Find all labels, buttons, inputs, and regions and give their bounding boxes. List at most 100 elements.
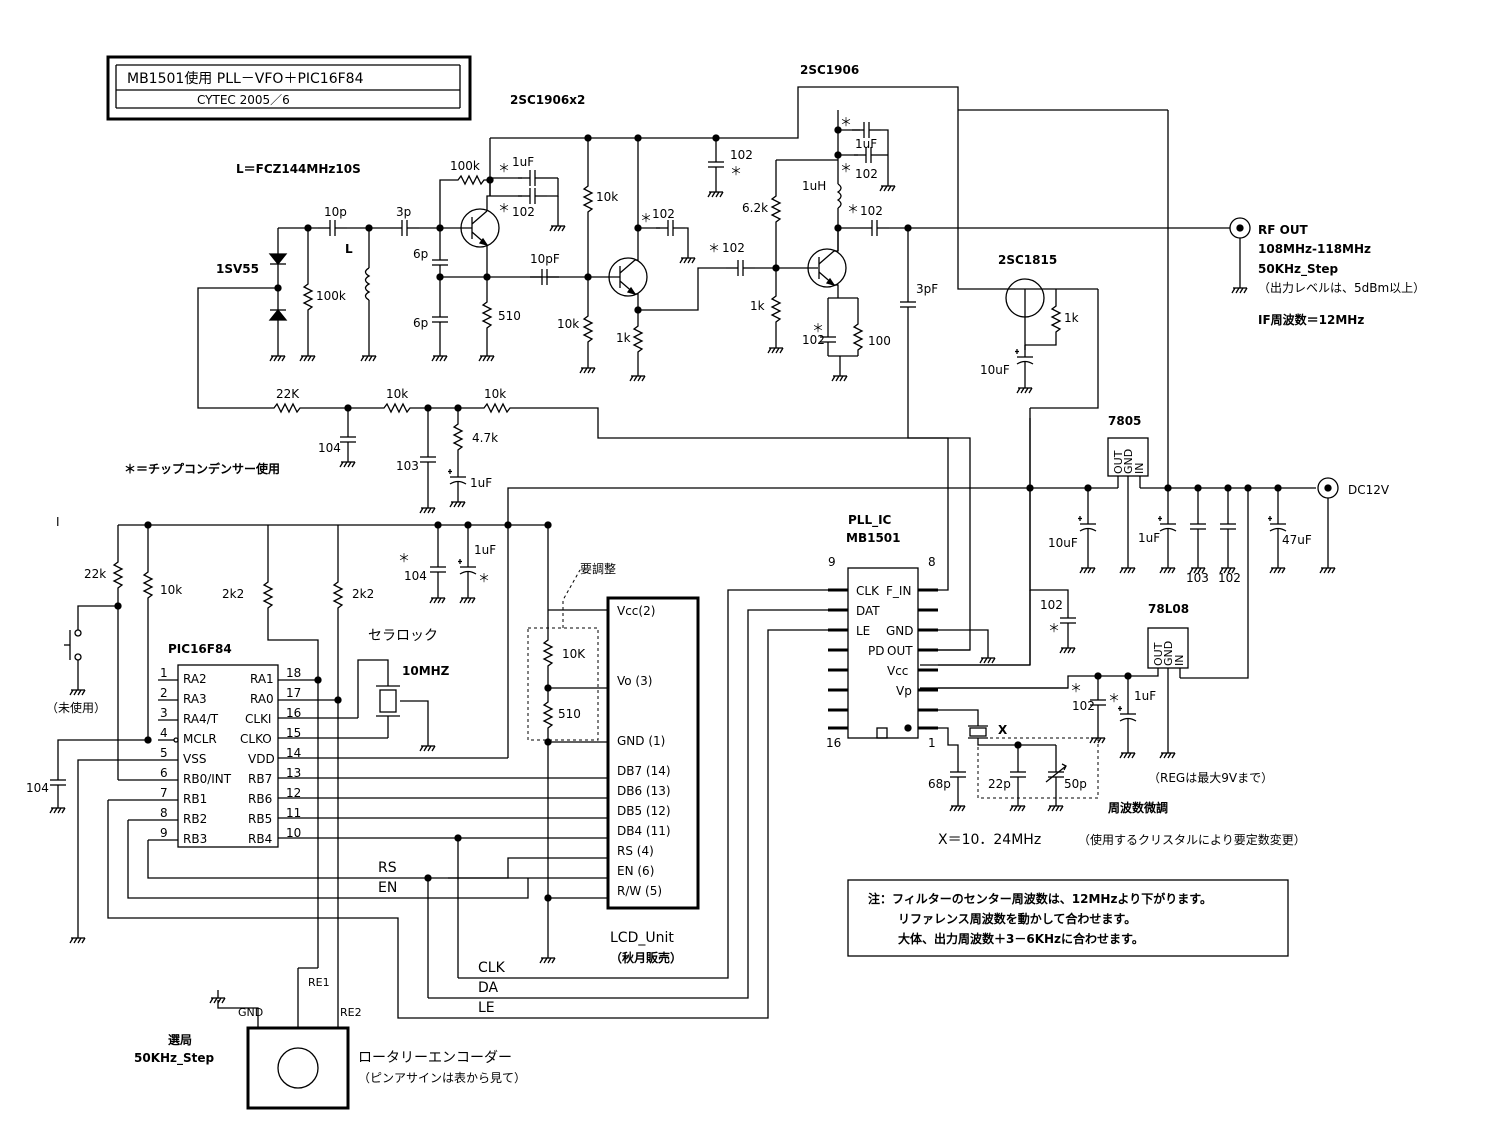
mcu-left-nums-5-text: 6: [160, 766, 168, 780]
components-star-text: ＊: [1108, 691, 1120, 705]
encoder-title-text: 選局: [168, 1033, 192, 1047]
mcu-right-nums-4-text: 14: [286, 746, 301, 760]
components-c6p-b-text: 6p: [413, 316, 428, 330]
components-r62k-text: 6.2k: [742, 201, 768, 215]
components-r100-text: 100: [868, 334, 891, 348]
pll-pins-left-2-text: LE: [856, 624, 870, 638]
title-text: MB1501使用 PLL－VFO＋PIC16F84: [127, 70, 364, 87]
components-star-text: ＊: [840, 115, 852, 129]
encoder-knob[interactable]: [277, 1047, 319, 1089]
crystal-x-text: X: [998, 723, 1008, 737]
mcu-left-names-3-text: MCLR: [183, 732, 217, 746]
label-1sv55: 1SV55: [216, 262, 259, 276]
components-c10u-a-text: 10uF: [980, 363, 1010, 377]
components-c22p-text: 22p: [988, 777, 1011, 791]
mcu-left-names-0-text: RA2: [183, 672, 207, 686]
components-c102-top-text: 102: [730, 148, 753, 162]
mcu-right-names-5-text: RB7: [248, 772, 272, 786]
components-c1u-top-text: 1uF: [855, 137, 877, 151]
mcu-left-names-4-text: VSS: [183, 752, 206, 766]
components-mark-i-text: I: [56, 515, 60, 529]
rf-out-range-text: 108MHz-118MHz: [1258, 242, 1371, 256]
pll-pins-right-3-text: Vcc: [887, 664, 908, 678]
encoder-note-text: （ピンアサインは表から見て）: [358, 1071, 526, 1085]
components-star-text: ＊: [840, 161, 852, 175]
label-chip-note: ＊＝チップコンデンサー使用: [124, 461, 280, 476]
signals-le-text: LE: [478, 1000, 495, 1016]
lcd-pins-0-text: Vcc(2): [617, 604, 655, 618]
mcu-right-names-4-text: VDD: [248, 752, 275, 766]
mcu-left-names-6-text: RB1: [183, 792, 207, 806]
components-r100k-b-text: 100k: [450, 159, 480, 173]
mcu-left-names-8-text: RB3: [183, 832, 207, 846]
components-c102-b-text: 102: [652, 207, 675, 221]
label-2sc1906: 2SC1906: [800, 63, 859, 77]
rf-out-level-note-text: （出力レベルは、5dBm以上）: [1258, 281, 1425, 295]
encoder-re1-text: RE1: [308, 976, 330, 989]
lcd-pins-3-text: DB7 (14): [617, 764, 671, 778]
components-star-text: ＊: [398, 551, 410, 565]
pll-pd-label-text: PD: [868, 644, 884, 658]
encoder-name-text: ロータリーエンコーダー: [358, 1050, 512, 1066]
components-c102-e-text: 102: [802, 333, 825, 347]
mcu-right-nums-1-text: 17: [286, 686, 301, 700]
label-2sc1906x2: 2SC1906x2: [510, 93, 585, 107]
components-star-text: ＊: [498, 201, 510, 215]
lcd-pins-9-text: R/W (5): [617, 884, 662, 898]
mcu-left-names-7-text: RB2: [183, 812, 207, 826]
signals-en-text: EN: [378, 880, 397, 896]
components-r510-text: 510: [498, 309, 521, 323]
signals-rs-text: RS: [378, 860, 397, 876]
components-c10pF-text: 10pF: [530, 252, 560, 266]
pll-pins-right-2-text: OUT: [887, 644, 913, 658]
lcd-pins-5-text: DB5 (12): [617, 804, 671, 818]
pll-label-text: PLL_IC: [848, 513, 892, 528]
components-r2k2-b-text: 2k2: [352, 587, 374, 601]
lcd-pins-2-text: GND (1): [617, 734, 665, 748]
lcd-pins-7-text: RS (4): [617, 844, 654, 858]
components-c102-a-text: 102: [512, 205, 535, 219]
components-r10k-d-text: 10k: [484, 387, 506, 401]
notes-n1-text: 注：フィルターのセンター周波数は、12MHzより下がります。: [868, 891, 1212, 906]
components-r2k2-a-text: 2k2: [222, 587, 244, 601]
components-c10u-b-text: 10uF: [1048, 536, 1078, 550]
mcu-left-nums-1-text: 2: [160, 686, 168, 700]
mcu-right-nums-5-text: 13: [286, 766, 301, 780]
components-star-text: ＊: [478, 571, 490, 585]
components-star-text: ＊: [847, 202, 859, 216]
label-coil-spec: L＝FCZ144MHz10S: [236, 162, 361, 176]
coil-ref-text: L: [345, 242, 353, 256]
crystal-note-text: （使用するクリスタルにより要定数変更）: [1078, 832, 1306, 847]
mcu-right-names-2-text: CLKI: [245, 712, 271, 726]
components-star-text: ＊: [640, 211, 652, 225]
signals-clk-text: CLK: [478, 960, 506, 976]
note-box: [847, 879, 1289, 957]
components-c102-f-text: 102: [1218, 571, 1241, 585]
mcu-right-names-7-text: RB5: [248, 812, 272, 826]
pll-pins-right-4-text: Vp: [896, 684, 912, 698]
mcu-left-nums-3-text: 4: [160, 726, 168, 740]
lcd-name-text: LCD_Unit: [610, 930, 674, 946]
components-r10K-lcd-text: 10K: [562, 647, 586, 661]
pll-pins-left-0-text: CLK: [856, 584, 880, 598]
unused-text: （未使用）: [46, 700, 106, 715]
pll-pin8-text: 8: [928, 555, 936, 569]
rf-out-label: RF OUT: [1258, 223, 1309, 237]
components-r22k-text: 22k: [84, 567, 106, 581]
regulators-pins-0-text: OUT: [1152, 642, 1165, 666]
components-c10p-text: 10p: [324, 205, 347, 219]
regulators-pins-2-text: IN: [1133, 463, 1146, 474]
components-c1u-a-text: 1uF: [512, 155, 534, 169]
pll-pin9-text: 9: [828, 555, 836, 569]
encoder-re2-text: RE2: [340, 1006, 362, 1019]
rotary-encoder[interactable]: [246, 1026, 350, 1110]
mcu-left-nums-0-text: 1: [160, 666, 168, 680]
title-box: [106, 55, 472, 121]
regulators-pins-1-text: GND: [1162, 641, 1175, 666]
mcu-part-text: PIC16F84: [168, 642, 232, 656]
components-r10k-e-text: 10k: [160, 583, 182, 597]
components-c102-g-text: 102: [1040, 598, 1063, 612]
crystal-trim-text: 周波数微調: [1108, 800, 1168, 815]
regulators-r1-text: 7805: [1108, 414, 1141, 428]
components-c3pF-text: 3pF: [916, 282, 938, 296]
